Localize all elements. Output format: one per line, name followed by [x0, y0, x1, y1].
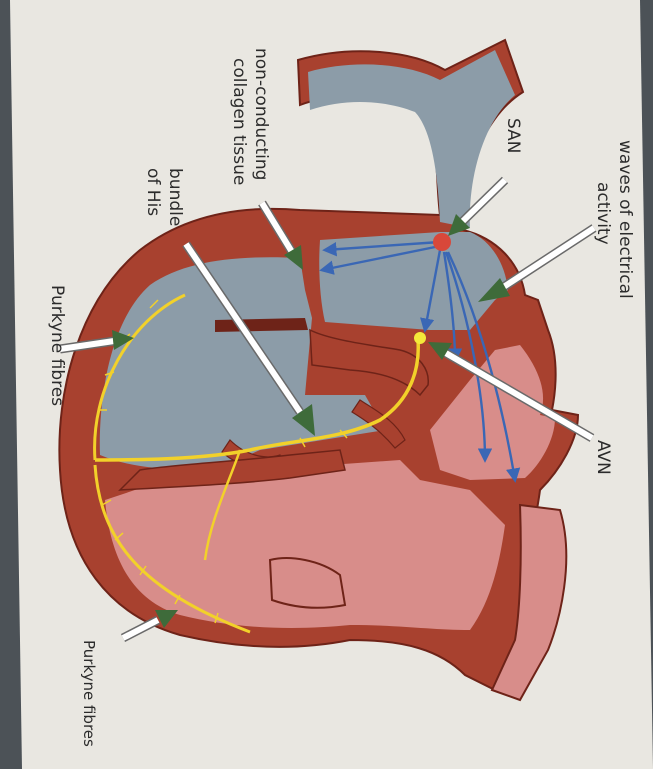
label-collagen-line2: collagen tissue: [229, 58, 249, 185]
label-purkyne-bottom: Purkyne fibres: [80, 640, 98, 747]
avn-node: [414, 332, 426, 344]
pointer-arrows: [59, 176, 597, 643]
label-avn: AVN: [593, 440, 613, 475]
collagen-band: [215, 318, 308, 332]
aorta: [490, 503, 568, 702]
vena-cava: [308, 50, 515, 228]
pointer-bundle: [182, 241, 315, 436]
purkyne-branch: [203, 449, 242, 561]
right-ventricle: [99, 257, 385, 470]
left-ventricle: [105, 460, 505, 630]
pointer-waves: [478, 224, 597, 302]
label-bundle-line1: bundle: [165, 168, 185, 226]
purkyne-fibres-bottom: [93, 464, 251, 634]
label-bundle-line2: of His: [143, 168, 163, 216]
chamber-detail: [268, 557, 347, 609]
label-collagen-line1: non-conducting: [251, 48, 271, 180]
pointer-san: [448, 176, 509, 236]
pointer-collagen: [258, 200, 303, 270]
san-node: [433, 233, 451, 251]
impulse-arrows: [319, 240, 521, 483]
heart-septum: [309, 328, 429, 397]
pointer-avn: [428, 342, 595, 442]
right-atrium: [319, 232, 508, 330]
label-purkyne-left: Purkyne fibres: [47, 285, 67, 406]
valve-flap: [351, 399, 406, 449]
left-atrium: [430, 345, 555, 480]
bundle-of-his: [94, 339, 420, 462]
label-san: SAN: [503, 118, 523, 153]
label-waves-line2: activity: [593, 182, 613, 245]
purkyne-fibres-left: [93, 293, 186, 461]
pointer-purkyne-left: [59, 330, 134, 354]
label-waves-line1: waves of electrical: [615, 140, 635, 299]
pointer-purkyne-bottom: [120, 610, 178, 643]
